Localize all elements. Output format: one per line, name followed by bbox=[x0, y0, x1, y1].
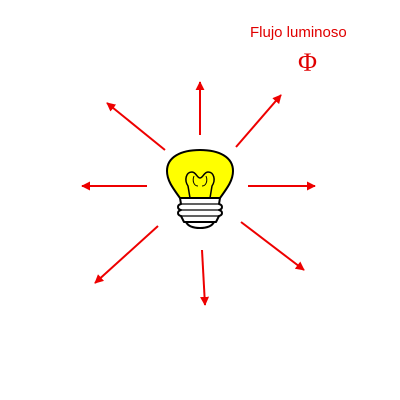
flux-arrow-down-left bbox=[94, 225, 159, 284]
luminous-flux-label: Flujo luminoso bbox=[250, 24, 347, 41]
flux-arrow-down bbox=[200, 249, 210, 306]
light-bulb-icon bbox=[166, 149, 234, 229]
flux-arrow-up-right bbox=[235, 94, 282, 148]
flux-arrow-up-left bbox=[106, 102, 166, 151]
flux-symbol-phi: Φ bbox=[298, 48, 318, 77]
flux-arrow-down-right bbox=[240, 221, 305, 271]
